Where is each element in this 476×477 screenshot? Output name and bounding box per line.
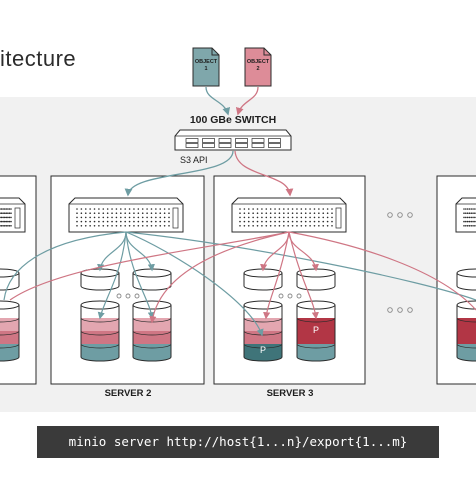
server-3-chassis-icon xyxy=(231,197,347,233)
object-2-number: 2 xyxy=(256,66,259,72)
ellipsis-middle xyxy=(387,307,413,313)
server-2-label: SERVER 2 xyxy=(105,388,152,399)
switch-icon xyxy=(174,129,292,151)
dist-p-7 xyxy=(288,231,476,311)
page-title: itecture xyxy=(0,46,77,71)
drive-s3-d-parity-label: P xyxy=(313,325,319,335)
drive-s2-d xyxy=(132,300,172,362)
server-2-chassis-icon xyxy=(68,197,184,233)
object-2-icon: OBJECT 2 xyxy=(244,47,272,87)
object-2-label: OBJECT xyxy=(247,59,270,65)
dist-t-3 xyxy=(97,231,127,320)
drive-s2-c xyxy=(80,300,120,362)
drive-s2-a xyxy=(80,268,120,291)
object-1-icon: OBJECT 1 xyxy=(192,47,220,87)
dist-t-4 xyxy=(125,231,155,320)
server-1-chassis-icon xyxy=(0,197,26,233)
dist-p-3 xyxy=(263,231,290,320)
dist-t-5 xyxy=(3,231,127,301)
drive-s3-c: P xyxy=(243,300,283,362)
drive-s3-d: P xyxy=(296,300,336,362)
drive-s3-b xyxy=(296,268,336,291)
drive-s3-c-parity-label: P xyxy=(260,345,266,355)
object-1-number: 1 xyxy=(204,66,207,72)
object-2-arrow xyxy=(235,86,259,116)
dist-p-4 xyxy=(288,231,319,320)
dist-t-7 xyxy=(125,231,476,301)
dist-p-5 xyxy=(149,231,290,324)
switch-to-server-2-arrow xyxy=(124,150,234,197)
server-3-label: SERVER 3 xyxy=(267,388,314,399)
drive-sn-a xyxy=(456,268,476,291)
ellipsis-server-3 xyxy=(278,293,302,299)
object-1-arrow xyxy=(205,86,231,116)
server-n-chassis-icon xyxy=(455,197,476,233)
ellipsis-server-2 xyxy=(116,293,140,299)
drive-s2-b xyxy=(132,268,172,291)
dist-p-6 xyxy=(9,231,290,301)
ellipsis-top xyxy=(387,212,413,218)
drive-sn-b xyxy=(456,300,476,362)
drive-s1-a xyxy=(0,268,20,291)
api-label: S3 API xyxy=(180,155,208,165)
dist-t-6 xyxy=(125,231,264,337)
command-line: minio server http://host{1...n}/export{1… xyxy=(37,426,439,458)
switch-to-server-3-arrow xyxy=(234,150,294,197)
switch-label: 100 GBe SWITCH xyxy=(190,114,276,126)
drive-s3-a xyxy=(243,268,283,291)
drive-s1-b xyxy=(0,300,20,362)
object-1-label: OBJECT xyxy=(195,59,218,65)
